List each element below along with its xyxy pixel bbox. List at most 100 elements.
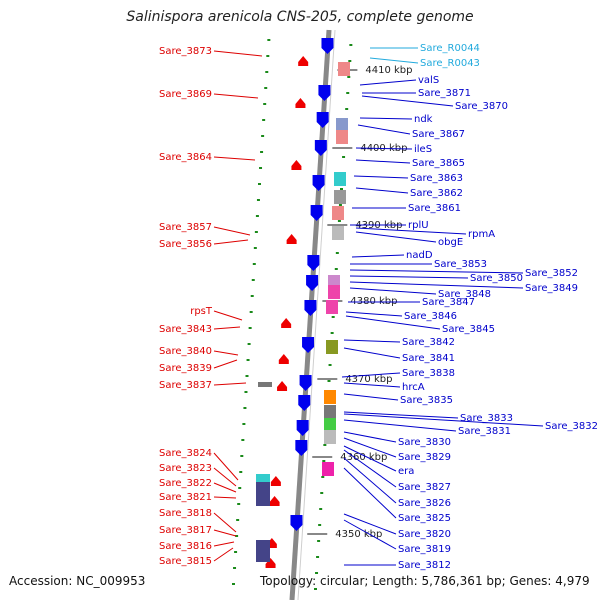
- right-gene-label: Sare_3812: [398, 560, 451, 571]
- accession-text: Accession: NC_009953: [9, 574, 146, 588]
- backbone-edge: [297, 29, 336, 600]
- right-leader-line: [349, 287, 437, 295]
- forward-gene-arrow: [304, 300, 317, 316]
- feature-block: [328, 285, 340, 299]
- right-gene-label: Sare_3833: [460, 413, 513, 424]
- right-leader-line: [369, 57, 419, 64]
- left-gene-label: Sare_3869: [159, 89, 212, 100]
- feature-block: [324, 405, 336, 419]
- kbp-label: 4350 kbp: [335, 529, 382, 540]
- feature-block: [334, 172, 346, 186]
- feature-block: [324, 390, 336, 404]
- right-leader-line: [343, 457, 397, 504]
- right-leader-line: [343, 382, 401, 388]
- left-gene-label: Sare_3816: [159, 541, 212, 552]
- right-gene-label: Sare_3827: [398, 482, 451, 493]
- right-gene-label: Sare_3832: [545, 421, 598, 432]
- right-leader-line: [343, 411, 459, 419]
- feature-block: [324, 418, 336, 432]
- forward-gene-arrow: [302, 337, 315, 353]
- left-leader-line: [213, 529, 237, 537]
- kbp-label: 4360 kbp: [340, 452, 387, 463]
- reverse-gene-arrow: [291, 160, 302, 170]
- right-gene-label: Sare_3862: [410, 188, 463, 199]
- right-gene-label: Sare_3848: [438, 289, 491, 300]
- right-gene-label: Sare_3829: [398, 452, 451, 463]
- right-leader-line: [343, 431, 397, 443]
- rna-gene-label: Sare_R0044: [420, 43, 480, 54]
- right-gene-label: Sare_3826: [398, 498, 451, 509]
- kbp-label: 4370 kbp: [345, 374, 392, 385]
- reverse-gene-arrow: [286, 234, 297, 244]
- right-gene-label: Sare_3849: [525, 283, 578, 294]
- forward-gene-arrow: [295, 440, 308, 456]
- right-leader-line: [343, 393, 399, 401]
- right-gene-label: nadD: [406, 250, 433, 261]
- forward-gene-arrow: [306, 275, 319, 291]
- reverse-gene-arrow: [295, 98, 306, 108]
- kbp-label: 4410 kbp: [365, 65, 412, 76]
- right-leader-line: [355, 147, 413, 150]
- reverse-gene-arrow: [298, 56, 309, 66]
- left-gene-label: Sare_3823: [159, 463, 212, 474]
- right-leader-line: [343, 467, 397, 519]
- left-gene-label: Sare_3873: [159, 46, 212, 57]
- feature-block: [332, 226, 344, 240]
- left-gene-label: Sare_3839: [159, 363, 212, 374]
- left-leader-line: [213, 482, 237, 493]
- left-gene-label: Sare_3837: [159, 380, 212, 391]
- right-leader-line: [341, 372, 401, 378]
- reverse-gene-arrow: [278, 354, 289, 364]
- right-gene-label: Sare_3870: [455, 101, 508, 112]
- left-leader-line: [213, 310, 243, 321]
- right-leader-line: [355, 227, 467, 235]
- right-gene-label: rplU: [408, 220, 429, 231]
- left-gene-label: Sare_3856: [159, 239, 212, 250]
- right-leader-line: [349, 275, 469, 279]
- forward-gene-arrow: [290, 515, 303, 531]
- feature-block: [338, 62, 350, 76]
- right-gene-label: Sare_3850: [470, 273, 523, 284]
- right-gene-label: Sare_3865: [412, 158, 465, 169]
- feature-block: [256, 476, 270, 506]
- left-leader-line: [213, 496, 237, 499]
- left-leader-line: [213, 239, 249, 245]
- right-leader-line: [355, 231, 437, 243]
- right-gene-label: Sare_3841: [402, 353, 455, 364]
- left-gene-label: Sare_3824: [159, 448, 212, 459]
- right-leader-line: [343, 513, 397, 535]
- feature-block: [326, 340, 338, 354]
- right-leader-line: [345, 315, 441, 330]
- right-leader-line: [357, 124, 411, 135]
- left-gene-label: Sare_3817: [159, 525, 212, 536]
- feature-block: [336, 130, 348, 144]
- right-leader-line: [353, 175, 409, 179]
- forward-gene-arrow: [298, 395, 311, 411]
- reverse-gene-arrow: [277, 381, 288, 391]
- forward-gene-arrow: [307, 255, 320, 271]
- left-gene-label: Sare_3840: [159, 346, 212, 357]
- forward-gene-arrow: [321, 38, 334, 54]
- left-gene-label: Sare_3864: [159, 152, 212, 163]
- right-leader-line: [343, 419, 457, 432]
- left-gene-label: Sare_3815: [159, 556, 212, 567]
- right-leader-line: [361, 95, 454, 107]
- reverse-gene-arrow: [281, 318, 292, 328]
- left-leader-line: [213, 156, 256, 161]
- right-gene-label: Sare_3846: [404, 311, 457, 322]
- feature-block: [334, 190, 346, 204]
- right-gene-label: Sare_3825: [398, 513, 451, 524]
- feature-block: [324, 430, 336, 444]
- right-leader-line: [349, 269, 524, 274]
- right-gene-label: ileS: [414, 144, 432, 155]
- right-gene-label: Sare_3861: [408, 203, 461, 214]
- right-leader-line: [343, 347, 401, 359]
- left-leader-line: [213, 512, 237, 533]
- topology-text: Topology: circular; Length: 5,786,361 bp…: [260, 574, 590, 588]
- left-leader-line: [213, 226, 251, 236]
- forward-gene-arrow: [318, 85, 331, 101]
- feature-block: [322, 462, 334, 476]
- feature-block: [256, 540, 270, 562]
- right-gene-label: hrcA: [402, 382, 425, 393]
- left-gene-label: Sare_3818: [159, 508, 212, 519]
